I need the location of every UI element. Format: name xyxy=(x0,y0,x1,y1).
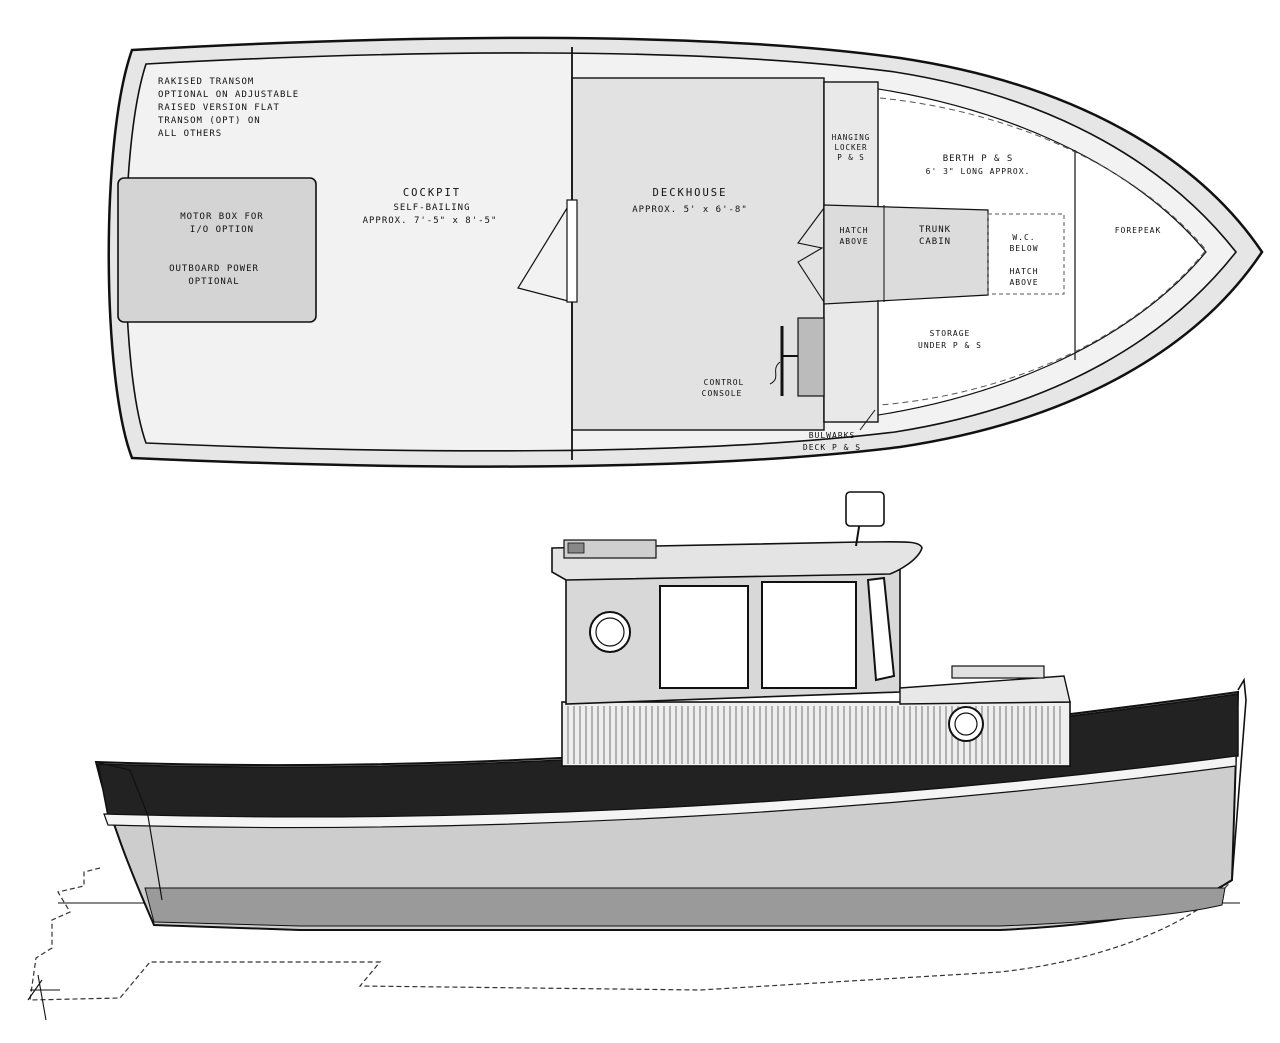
hatch-above-2-line-2: ABOVE xyxy=(1009,278,1038,287)
prop-sketch xyxy=(27,974,60,1021)
cockpit-sub-1: SELF-BAILING xyxy=(393,203,470,213)
window-2 xyxy=(761,581,857,689)
underwater-outline xyxy=(29,867,1233,1001)
roof-hatch-inner xyxy=(567,542,585,554)
bulwark-label-1: BULWARKS xyxy=(809,431,856,440)
wc-label-2: BELOW xyxy=(1009,244,1038,253)
transom-note-line-2: OPTIONAL ON ADJUSTABLE xyxy=(158,90,299,100)
bulwark-label-2: DECK P & S xyxy=(803,443,861,452)
window-3 xyxy=(866,576,896,682)
transom-note-line-4: TRANSOM (OPT) ON xyxy=(158,116,261,126)
porthole-cabin xyxy=(948,706,984,742)
bottom-paint xyxy=(144,887,1226,927)
hatch-above-1-line-2: ABOVE xyxy=(839,237,868,246)
outboard-label-1: OUTBOARD POWER xyxy=(169,264,259,274)
control-console-label-2: CONSOLE xyxy=(702,389,743,398)
control-console xyxy=(797,317,825,397)
outboard-label-2: OPTIONAL xyxy=(188,277,239,287)
berth-label-2: 6' 3" LONG APPROX. xyxy=(926,167,1031,176)
motor-box xyxy=(117,177,317,323)
console-leader xyxy=(769,361,781,385)
motor-box-label-2: I/O OPTION xyxy=(190,225,254,235)
cockpit-sub-2: APPROX. 7'-5" x 8'-5" xyxy=(363,216,498,226)
transom-edge xyxy=(95,761,163,901)
window-1 xyxy=(659,585,749,689)
door-panel xyxy=(566,199,578,303)
storage-label-1: STORAGE xyxy=(930,329,971,338)
trunk-cabin-label-1: TRUNK xyxy=(919,225,951,235)
forward-interior xyxy=(823,81,1207,423)
hatch-above-2-line-1: HATCH xyxy=(1009,267,1038,276)
trunk-hatch xyxy=(951,665,1045,679)
cabin-planking xyxy=(567,706,1061,764)
profile-view xyxy=(27,491,1247,1021)
door-swing xyxy=(517,199,573,303)
bulwark-leader xyxy=(859,409,876,431)
berth-dashed-line xyxy=(879,97,1207,406)
deckhouse-title: DECKHOUSE xyxy=(653,187,728,199)
bow-stem xyxy=(1231,677,1247,881)
control-console-label-1: CONTROL xyxy=(704,378,745,387)
transom-note-line-3: RAISED VERSION FLAT xyxy=(158,103,280,113)
trunk-cabin-top xyxy=(899,675,1071,705)
transom-note-line-5: ALL OTHERS xyxy=(158,129,222,139)
wc-dashed-box xyxy=(987,213,1065,295)
hanging-locker-label-3: P & S xyxy=(837,153,865,162)
forepeak-label: FOREPEAK xyxy=(1115,226,1162,235)
cockpit-title: COCKPIT xyxy=(403,187,461,199)
storage-label-2: UNDER P & S xyxy=(918,341,982,350)
transom-note: RAKISED TRANSOM OPTIONAL ON ADJUSTABLE R… xyxy=(158,77,299,139)
rub-rail xyxy=(103,755,1237,829)
mast-light xyxy=(845,491,885,527)
porthole-deckhouse-inner xyxy=(595,617,625,647)
trunk-cabin-label-2: CABIN xyxy=(919,237,951,247)
roof-hatch xyxy=(563,539,657,559)
hatch-above-1-line-1: HATCH xyxy=(839,226,868,235)
deckhouse-door xyxy=(797,207,825,303)
deckhouse-sub: APPROX. 5' x 6'-8" xyxy=(632,205,748,215)
deckhouse-area xyxy=(571,77,825,431)
cabin-base xyxy=(561,701,1071,767)
wc-label-1: W.C. xyxy=(1012,233,1035,242)
hanging-locker-label-1: HANGING xyxy=(832,133,871,142)
porthole-cabin-inner xyxy=(954,712,978,736)
plan-view: RAKISED TRANSOM OPTIONAL ON ADJUSTABLE R… xyxy=(107,36,1264,468)
berth-label-1: BERTH P & S xyxy=(943,154,1014,164)
hanging-locker-label-2: LOCKER xyxy=(834,143,867,152)
transom-note-line-1: RAKISED TRANSOM xyxy=(158,77,254,87)
trunk-cabin-area xyxy=(823,204,989,305)
motor-box-label-1: MOTOR BOX FOR xyxy=(180,212,263,222)
